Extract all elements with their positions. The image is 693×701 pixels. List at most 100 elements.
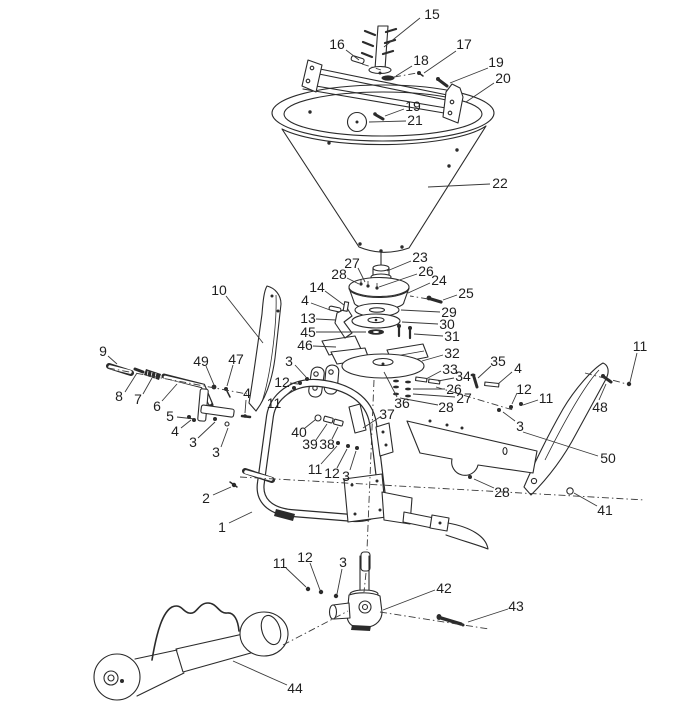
callout-3: 3	[339, 554, 347, 570]
deflector-fin-right	[523, 362, 632, 496]
callout-19: 19	[488, 54, 504, 70]
agitator-hardware	[350, 55, 449, 88]
callout-41: 41	[597, 502, 613, 518]
callout-8: 8	[115, 388, 123, 404]
bolt-43	[436, 614, 465, 627]
bolt-19-lower	[373, 112, 377, 116]
callout-37: 37	[379, 406, 395, 422]
brace-37	[348, 403, 367, 434]
callout-12: 12	[297, 549, 313, 565]
callout-11: 11	[267, 395, 282, 411]
callout-3: 3	[189, 434, 197, 450]
callout-43: 43	[508, 598, 524, 614]
frame	[242, 378, 394, 523]
callout-3: 3	[342, 468, 350, 484]
bolts-31	[397, 324, 412, 340]
fastener-group	[229, 377, 574, 599]
callout-9: 9	[99, 343, 107, 359]
callout-28: 28	[438, 399, 454, 415]
callout-11: 11	[273, 555, 288, 571]
callout-20: 20	[495, 70, 511, 86]
callout-29: 29	[441, 304, 457, 320]
callout-42: 42	[436, 580, 452, 596]
callout-10: 10	[211, 282, 227, 298]
callout-27: 27	[456, 390, 472, 406]
callout-45: 45	[300, 324, 316, 340]
callout-3: 3	[212, 444, 220, 460]
washer-29-hole	[368, 307, 386, 313]
washer-45-hole	[373, 331, 379, 333]
pin-4-right	[484, 381, 500, 388]
lever-plate	[301, 59, 323, 93]
flow-disc-group	[346, 111, 385, 133]
callout-4: 4	[301, 292, 309, 308]
key-14	[342, 301, 350, 312]
callout-35: 35	[490, 353, 506, 369]
bolt-19-upper	[436, 77, 440, 81]
ring-40	[314, 414, 322, 422]
callout-24: 24	[431, 272, 447, 288]
shield-50	[406, 419, 538, 476]
callout-30: 30	[439, 316, 455, 332]
callout-12: 12	[274, 374, 290, 390]
callout-leaders	[107, 17, 638, 686]
callout-34: 34	[455, 368, 471, 384]
callout-19: 19	[405, 98, 421, 114]
callout-39: 39	[302, 436, 318, 452]
deflector-fin-left	[248, 285, 282, 412]
callout-26: 26	[418, 263, 434, 279]
callout-27: 27	[344, 255, 360, 271]
callout-47: 47	[228, 351, 244, 367]
hopper-cone	[271, 84, 495, 267]
pin-16	[350, 55, 365, 65]
callout-44: 44	[287, 680, 303, 696]
callout-18: 18	[413, 52, 429, 68]
pto-guard-chain	[151, 602, 240, 661]
callout-28: 28	[331, 266, 347, 282]
callout-4: 4	[243, 385, 251, 401]
callout-11: 11	[633, 338, 648, 354]
spinner-hardware	[393, 373, 500, 398]
callout-23: 23	[412, 249, 428, 265]
callout-28: 28	[494, 484, 510, 500]
frame-bracket	[375, 422, 394, 457]
callout-32: 32	[444, 345, 460, 361]
pin-4-left	[328, 305, 342, 313]
callout-3: 3	[285, 353, 293, 369]
pin-33	[414, 376, 428, 383]
callout-22: 22	[492, 175, 508, 191]
clip-38	[333, 418, 344, 427]
bolt-25	[426, 295, 443, 304]
callout-46: 46	[297, 337, 313, 353]
pin-8	[133, 367, 145, 374]
callout-50: 50	[600, 450, 616, 466]
spinner-disc-36	[341, 353, 425, 379]
callout-15: 15	[424, 6, 440, 22]
bolt-35	[470, 373, 476, 377]
callout-36: 36	[394, 395, 410, 411]
callout-12: 12	[516, 381, 532, 397]
bolt-11-right	[626, 381, 632, 387]
agitator	[360, 25, 398, 75]
plate-30	[351, 313, 401, 329]
callout-4: 4	[171, 423, 179, 439]
washer-18	[381, 75, 395, 81]
callout-33: 33	[442, 361, 458, 377]
callout-11: 11	[539, 390, 554, 406]
callout-16: 16	[329, 36, 345, 52]
callout-17: 17	[456, 36, 472, 52]
callout-3: 3	[516, 418, 524, 434]
shaft-coupler	[360, 551, 371, 572]
callout-25: 25	[458, 285, 474, 301]
callout-7: 7	[134, 391, 142, 407]
lever-5-horizontal	[200, 404, 235, 418]
spring-7	[144, 369, 161, 380]
gearbox-42	[328, 555, 383, 631]
callout-6: 6	[153, 398, 161, 414]
callout-4: 4	[514, 360, 522, 376]
gearbox-mount	[343, 473, 489, 572]
callout-12: 12	[324, 465, 340, 481]
callout-11: 11	[308, 461, 323, 477]
